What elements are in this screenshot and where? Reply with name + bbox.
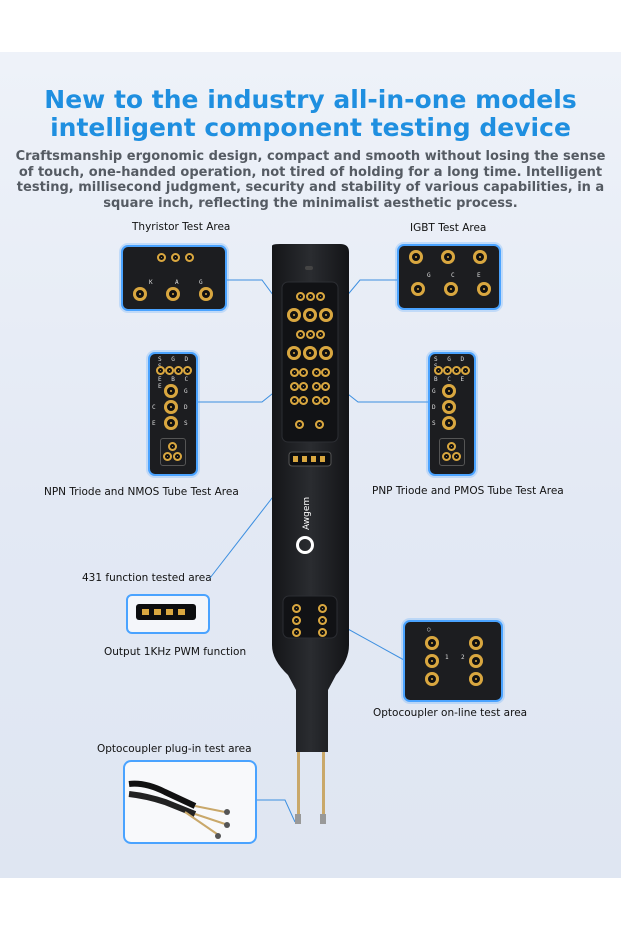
zoom-431-connector: [126, 594, 210, 634]
description-text: Craftsmanship ergonomic design, compact …: [15, 149, 606, 211]
zoom-pnp: S G D S B C E G D S: [428, 352, 476, 476]
zoom-igbt: G C E: [397, 244, 501, 310]
opto-pin-2: 2: [461, 654, 465, 661]
label-thyristor: Thyristor Test Area: [132, 221, 231, 233]
zoom-opto-plugin: [123, 760, 257, 844]
zoom-npn: S G D S E B C E C E G D S: [148, 352, 198, 476]
headline-line-2: intelligent component testing device: [50, 113, 571, 142]
zoom-thyristor: K A G: [121, 245, 227, 311]
line-opto-plugin: [252, 799, 296, 823]
pins-npn-mid: E B C E: [158, 376, 192, 390]
brand-icon: [296, 536, 314, 554]
pin-a: A: [175, 279, 179, 286]
label-opto-plugin: Optocoupler plug-in test area: [97, 743, 252, 755]
opto-pin-1: 1: [445, 654, 449, 661]
pin-c: C: [451, 272, 455, 279]
brand-name: Awgem: [302, 496, 312, 530]
label-igbt: IGBT Test Area: [410, 222, 487, 234]
pin-g: G: [199, 279, 203, 286]
label-npn: NPN Triode and NMOS Tube Test Area: [44, 486, 239, 498]
brand-logo: Awgem: [290, 496, 330, 560]
label-pnp: PNP Triode and PMOS Tube Test Area: [372, 485, 564, 497]
pin-k: K: [149, 279, 153, 286]
pin-g2: G: [427, 272, 431, 279]
zoom-opto-online: ○ 1 2: [403, 620, 503, 702]
probe-cable-illustration: [128, 780, 230, 839]
pin-e: E: [477, 272, 481, 279]
label-431: 431 function tested area: [82, 572, 212, 584]
label-pwm: Output 1KHz PWM function: [104, 646, 247, 658]
label-opto-online: Optocoupler on-line test area: [373, 707, 528, 719]
headline-line-1: New to the industry all-in-one models: [44, 85, 577, 114]
